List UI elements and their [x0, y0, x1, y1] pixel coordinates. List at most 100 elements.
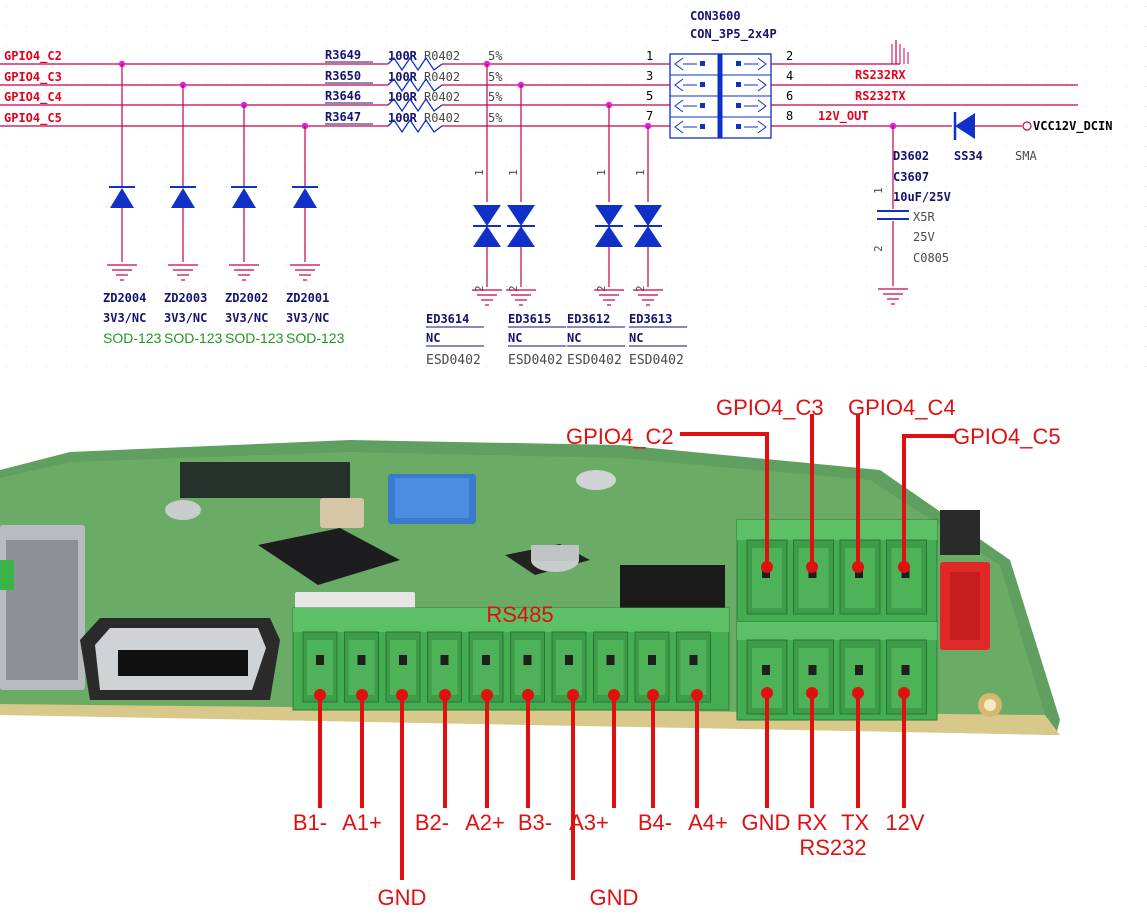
- grid-dot: [186, 26, 187, 27]
- grid-dot: [886, 366, 887, 367]
- terminal-contact: [357, 655, 366, 665]
- grid-dot: [1126, 286, 1127, 287]
- grid-dot: [786, 46, 787, 47]
- grid-dot: [386, 266, 387, 267]
- grid-dot: [846, 366, 847, 367]
- grid-dot: [386, 286, 387, 287]
- zener-diode-symbol: [110, 188, 134, 208]
- esd-package: ESD0402: [629, 353, 684, 368]
- resistor-value: 100R: [388, 49, 418, 63]
- grid-dot: [566, 226, 567, 227]
- grid-dot: [426, 146, 427, 147]
- grid-dot: [1086, 266, 1087, 267]
- grid-dot: [206, 246, 207, 247]
- grid-dot: [706, 46, 707, 47]
- mounting-hole-center: [984, 699, 996, 711]
- grid-dot: [1006, 66, 1007, 67]
- grid-dot: [1126, 346, 1127, 347]
- grid-dot: [946, 146, 947, 147]
- grid-dot: [406, 146, 407, 147]
- grid-dot: [386, 346, 387, 347]
- resistor-symbol: [387, 77, 443, 93]
- terminal-slot-inner: [680, 640, 707, 695]
- grid-dot: [1106, 226, 1107, 227]
- grid-dot: [1046, 26, 1047, 27]
- grid-dot: [1026, 226, 1027, 227]
- grid-dot: [246, 286, 247, 287]
- grid-dot: [6, 326, 7, 327]
- grid-dot: [1106, 306, 1107, 307]
- grid-dot: [926, 106, 927, 107]
- grid-dot: [806, 246, 807, 247]
- grid-dot: [826, 206, 827, 207]
- grid-dot: [686, 46, 687, 47]
- grid-dot: [66, 366, 67, 367]
- grid-dot: [986, 306, 987, 307]
- grid-dot: [786, 186, 787, 187]
- grid-dot: [266, 66, 267, 67]
- grid-dot: [386, 366, 387, 367]
- grid-dot: [146, 66, 147, 67]
- grid-dot: [1086, 166, 1087, 167]
- grid-dot: [26, 286, 27, 287]
- grid-dot: [866, 366, 867, 367]
- terminal-slot-inner: [556, 640, 582, 695]
- grid-dot: [366, 66, 367, 67]
- grid-dot: [1106, 206, 1107, 207]
- grid-dot: [26, 186, 27, 187]
- grid-dot: [746, 246, 747, 247]
- grid-dot: [6, 146, 7, 147]
- grid-dot: [1126, 66, 1127, 67]
- grid-dot: [1066, 206, 1067, 207]
- grid-dot: [346, 306, 347, 307]
- grid-dot: [106, 346, 107, 347]
- grid-dot: [646, 366, 647, 367]
- connector-pin-pad: [700, 103, 705, 108]
- zener-value: 3V3/NC: [225, 311, 268, 325]
- grid-dot: [286, 146, 287, 147]
- grid-dot: [166, 166, 167, 167]
- callout-pin-dot: [314, 689, 326, 701]
- grid-dot: [566, 186, 567, 187]
- grid-dot: [926, 286, 927, 287]
- rs485-label-b1m: B1-: [293, 810, 327, 835]
- grid-dot: [506, 46, 507, 47]
- grid-dot: [206, 86, 207, 87]
- grid-dot: [406, 166, 407, 167]
- grid-dot: [1006, 166, 1007, 167]
- grid-dot: [106, 106, 107, 107]
- rs485-label-gnd: GND: [590, 885, 639, 910]
- grid-dot: [286, 166, 287, 167]
- grid-dot: [46, 186, 47, 187]
- grid-dot: [1046, 46, 1047, 47]
- grid-dot: [6, 226, 7, 227]
- grid-dot: [646, 46, 647, 47]
- grid-dot: [706, 206, 707, 207]
- grid-dot: [526, 86, 527, 87]
- grid-dot: [666, 226, 667, 227]
- terminal-contact: [316, 655, 324, 665]
- esd-value: NC: [508, 331, 522, 345]
- grid-dot: [886, 186, 887, 187]
- grid-dot: [506, 186, 507, 187]
- grid-dot: [6, 66, 7, 67]
- grid-dot: [86, 246, 87, 247]
- grid-dot: [66, 166, 67, 167]
- grid-dot: [146, 186, 147, 187]
- grid-dot: [826, 66, 827, 67]
- callout-pin-dot: [852, 687, 864, 699]
- grid-dot: [746, 226, 747, 227]
- grid-dot: [766, 226, 767, 227]
- terminal-contact: [482, 655, 490, 665]
- grid-dot: [866, 26, 867, 27]
- grid-dot: [266, 226, 267, 227]
- zener-package: SOD-123: [103, 330, 162, 346]
- grid-dot: [666, 86, 667, 87]
- grid-dot: [906, 286, 907, 287]
- grid-dot: [146, 246, 147, 247]
- grid-dot: [106, 286, 107, 287]
- grid-dot: [846, 166, 847, 167]
- grid-dot: [426, 66, 427, 67]
- grid-dot: [86, 46, 87, 47]
- grid-dot: [306, 166, 307, 167]
